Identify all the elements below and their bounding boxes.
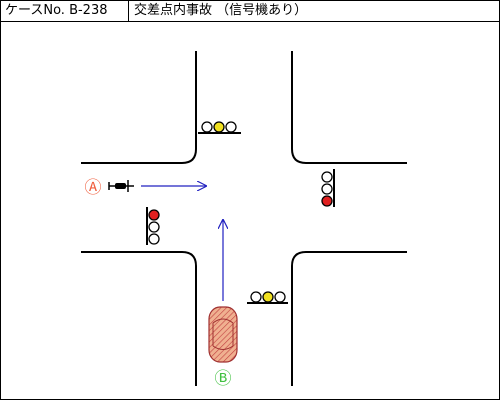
header-bar: ケースNo. B-238 交差点内事故 （信号機あり） (1, 1, 499, 22)
signal-lamp (148, 221, 160, 233)
case-number: ケースNo. B-238 (1, 1, 129, 21)
signal-lamp (321, 183, 333, 195)
signal-lamp-red (321, 195, 333, 207)
traffic-signal-west (146, 207, 160, 245)
vehicle-a-marker: Ⓐ (85, 178, 102, 198)
road-edge-southeast (291, 251, 407, 386)
intersection-diagram: Ⓐ Ⓑ (81, 51, 407, 389)
road-edge-northwest (81, 51, 197, 164)
signal-lamp (250, 291, 262, 303)
vehicle-b-marker: Ⓑ (215, 369, 232, 389)
vehicle-b-car (208, 306, 238, 363)
diagram-title: 交差点内事故 （信号機あり） (134, 3, 308, 18)
road-edges (81, 51, 407, 386)
signal-lamp-yellow (262, 291, 274, 303)
traffic-signal-east (321, 169, 335, 207)
signal-lamp (321, 171, 333, 183)
signal-lamp (274, 291, 286, 303)
traffic-signal-south (247, 291, 288, 304)
signal-lamp (148, 233, 160, 245)
signal-lamp (201, 121, 213, 133)
signal-lamp-red (148, 209, 160, 221)
signal-lamp-yellow (213, 121, 225, 133)
road-edge-northeast (291, 51, 407, 164)
vehicle-a-bicycle (108, 180, 134, 192)
traffic-signal-north (198, 121, 241, 134)
road-edge-southwest (81, 251, 197, 386)
signal-lamp (225, 121, 237, 133)
